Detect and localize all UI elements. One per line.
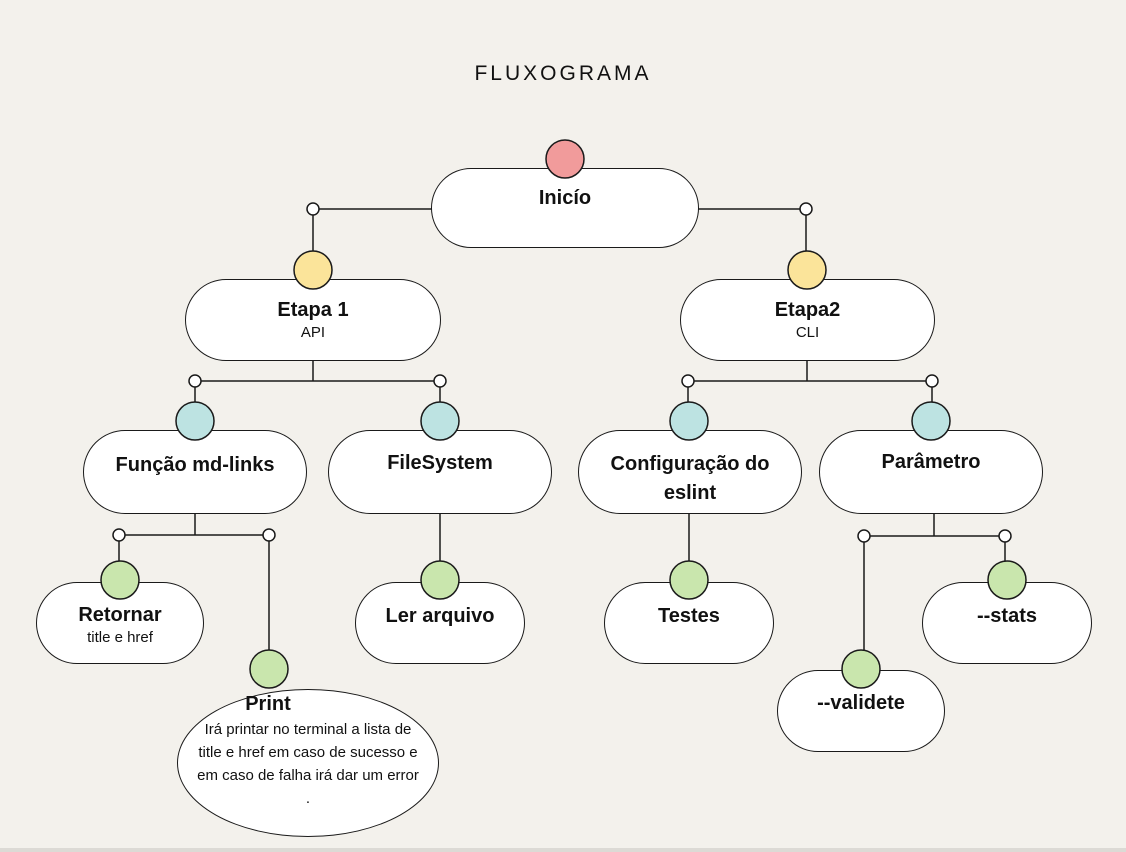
junction-dot xyxy=(857,529,871,543)
node-parametro: Parâmetro xyxy=(819,430,1043,514)
node-ler-arquivo: Ler arquivo xyxy=(355,582,525,664)
junction-dot xyxy=(306,202,320,216)
connector-etapa1 xyxy=(194,360,441,411)
junction-dot xyxy=(925,374,939,388)
node-label: Retornar xyxy=(78,604,162,626)
node-testes: Testes xyxy=(604,582,774,664)
node-retornar: Retornar title e href xyxy=(36,582,204,664)
junction-dot xyxy=(799,202,813,216)
junction-dot xyxy=(262,528,276,542)
node-print: Print Irá printar no terminal a lista de… xyxy=(177,689,439,837)
node-sublabel: API xyxy=(300,324,326,341)
junction-dot xyxy=(681,374,695,388)
junction-dot xyxy=(433,374,447,388)
node-etapa2: Etapa2 CLI xyxy=(680,279,935,361)
node-label: Print xyxy=(245,693,291,715)
node-inicio: Inicío xyxy=(431,168,699,248)
node-label: --stats xyxy=(976,605,1037,627)
junction-dot xyxy=(112,528,126,542)
node-label: Função md-links xyxy=(115,454,275,476)
node-label: Configuração do eslint xyxy=(610,453,770,504)
node-etapa1: Etapa 1 API xyxy=(185,279,441,361)
node-label: Etapa 1 xyxy=(277,299,349,321)
connector-inicio-right xyxy=(698,208,807,260)
node-sublabel: CLI xyxy=(795,324,820,341)
node-stats: --stats xyxy=(922,582,1092,664)
connector-etapa2 xyxy=(687,360,933,411)
node-funcao: Função md-links xyxy=(83,430,307,514)
diagram-title: FLUXOGRAMA xyxy=(474,62,652,85)
connector-funcao xyxy=(118,513,270,660)
junction-dot xyxy=(998,529,1012,543)
node-label: --validete xyxy=(817,692,905,714)
node-label: Ler arquivo xyxy=(385,605,495,627)
node-eslint: Configuração do eslint xyxy=(578,430,802,514)
node-label: Inicío xyxy=(538,187,592,209)
node-label: Etapa2 xyxy=(774,299,841,321)
node-validete: --validete xyxy=(777,670,945,752)
bottom-bar xyxy=(0,848,1126,852)
connector-parametro xyxy=(863,513,1006,660)
connector-inicio-left xyxy=(312,208,432,260)
node-sublabel: title e href xyxy=(87,629,153,646)
node-label: Testes xyxy=(658,605,720,627)
node-label: FileSystem xyxy=(387,452,493,474)
node-filesystem: FileSystem xyxy=(328,430,552,514)
node-label: Parâmetro xyxy=(881,451,981,473)
node-sublabel: Irá printar no terminal a lista de title… xyxy=(197,721,419,807)
junction-dot xyxy=(188,374,202,388)
